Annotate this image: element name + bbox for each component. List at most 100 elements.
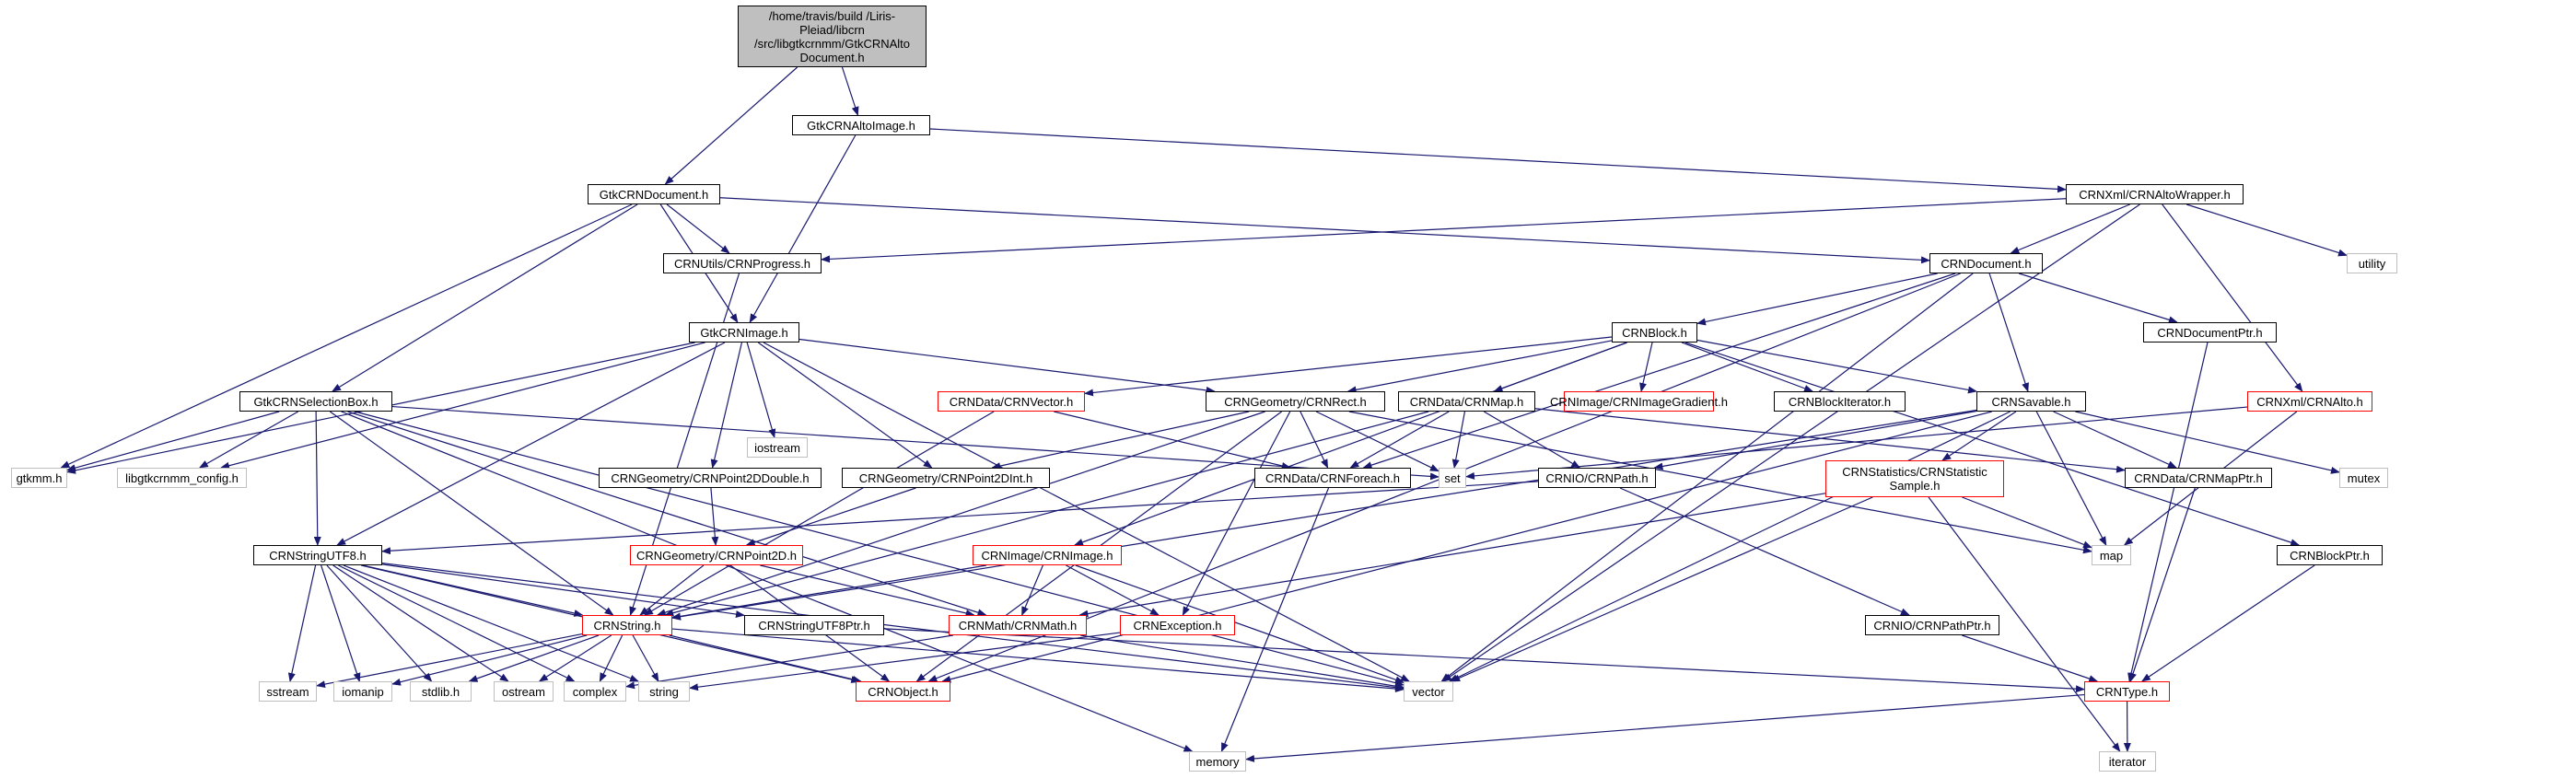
- node-string[interactable]: string: [638, 681, 690, 702]
- node-iomanip[interactable]: iomanip: [333, 681, 392, 702]
- node-crngeometry-crnpoint2d-h[interactable]: CRNGeometry/CRNPoint2D.h: [630, 545, 803, 565]
- edge-block-to-blockiterator: [1681, 342, 1813, 392]
- node-crnio-crnpath-h[interactable]: CRNIO/CRNPath.h: [1538, 468, 1656, 488]
- node-crndata-crnvector-h[interactable]: CRNData/CRNVector.h: [938, 391, 1085, 412]
- node-complex[interactable]: complex: [564, 681, 626, 702]
- edge-string_h-to-vector: [671, 628, 1405, 693]
- edge-point2d-to-string_h: [639, 564, 705, 616]
- edge-utf8ptr-to-type: [883, 628, 2085, 693]
- node-gtkcrndocument-h[interactable]: GtkCRNDocument.h: [588, 184, 720, 204]
- node-iostream[interactable]: iostream: [747, 437, 808, 458]
- node-utility[interactable]: utility: [2347, 253, 2397, 273]
- edge-alto_wrapper-to-utility: [2186, 203, 2348, 257]
- node-crnblockptr-h[interactable]: CRNBlockPtr.h: [2277, 545, 2383, 565]
- node-crndocumentptr-h[interactable]: CRNDocumentPtr.h: [2143, 322, 2277, 343]
- edge-map_h-to-path: [1483, 411, 1581, 469]
- edge-alto_wrapper-to-vector: [1442, 203, 2140, 682]
- edge-gtkdocument-to-gtkmm: [60, 203, 633, 469]
- node-map[interactable]: map: [2092, 545, 2131, 565]
- edge-savable-to-map: [2035, 411, 2107, 546]
- node-vector[interactable]: vector: [1404, 681, 1453, 702]
- node-crnio-crnpathptr-h[interactable]: CRNIO/CRNPathPtr.h: [1865, 615, 1999, 635]
- edge-block-to-blockptr: [1684, 342, 2301, 546]
- node-crnimage-crnimagegradient-h[interactable]: CRNImage/CRNImageGradient.h: [1550, 391, 1728, 412]
- edge-string_h-to-ostream: [538, 634, 612, 682]
- edge-utf8-to-sstream: [287, 564, 317, 682]
- edge-savable-to-mapptr: [2053, 411, 2177, 469]
- node-crngeometry-crnrect-h[interactable]: CRNGeometry/CRNRect.h: [1206, 391, 1385, 412]
- node-crntype-h[interactable]: CRNType.h: [2084, 681, 2170, 702]
- edge-image-to-vector: [1075, 564, 1405, 684]
- node-gtkmm-h[interactable]: gtkmm.h: [11, 468, 67, 488]
- node-crnimage-crnimage-h[interactable]: CRNImage/CRNImage.h: [973, 545, 1122, 565]
- edge-alto_wrapper-to-progress: [821, 198, 2067, 263]
- edge-blockptr-to-type: [2141, 564, 2315, 682]
- node-gtkcrnselectionbox-h[interactable]: GtkCRNSelectionBox.h: [239, 391, 392, 412]
- edge-selectionbox-to-utf8: [313, 411, 321, 546]
- node-crnblock-h[interactable]: CRNBlock.h: [1612, 322, 1697, 343]
- edge-savable-to-statistic: [1941, 411, 2017, 461]
- node-crndata-crnmapptr-h[interactable]: CRNData/CRNMapPtr.h: [2125, 468, 2272, 488]
- edge-string_h-to-object: [669, 634, 862, 683]
- node-crnstring-h[interactable]: CRNString.h: [582, 615, 672, 635]
- edge-documentptr-to-type: [2127, 342, 2209, 682]
- edge-gtkdocument-to-selectionbox: [332, 203, 638, 392]
- node-libgtkcrnmm-config-h[interactable]: libgtkcrnmm_config.h: [117, 468, 247, 488]
- edge-block-to-savable: [1696, 339, 1977, 394]
- node-memory[interactable]: memory: [1189, 751, 1246, 772]
- node-stdlib-h[interactable]: stdlib.h: [410, 681, 472, 702]
- edge-utf8-to-utf8ptr: [381, 563, 745, 618]
- edge-document-to-vector: [1440, 273, 1974, 682]
- edge-string_h-to-stdlib: [468, 634, 600, 682]
- node-gtkcrnimage-h[interactable]: GtkCRNImage.h: [689, 322, 799, 343]
- edge-gtkimage-to-point2ddouble: [710, 342, 743, 469]
- node-crndocument-h[interactable]: CRNDocument.h: [1929, 253, 2043, 273]
- edge-block-to-vector_h: [1084, 336, 1613, 397]
- node-crngeometry-crnpoint2dint-h[interactable]: CRNGeometry/CRNPoint2DInt.h: [842, 468, 1050, 488]
- node-crngeometry-crnpoint2ddouble-h[interactable]: CRNGeometry/CRNPoint2DDouble.h: [599, 468, 822, 488]
- node-crnblockiterator-h[interactable]: CRNBlockIterator.h: [1774, 391, 1906, 412]
- edge-mapptr-to-type: [2129, 487, 2196, 682]
- node-ostream[interactable]: ostream: [494, 681, 554, 702]
- node-crndata-crnmap-h[interactable]: CRNData/CRNMap.h: [1398, 391, 1535, 412]
- edge-string_h-to-complex: [599, 634, 624, 682]
- node-crnstringutf8-h[interactable]: CRNStringUTF8.h: [253, 545, 382, 565]
- node-crnxml-crnaltowrapper-h[interactable]: CRNXml/CRNAltoWrapper.h: [2066, 184, 2244, 204]
- edge-image-to-exception: [1066, 564, 1160, 616]
- edge-savable-to-path: [1653, 410, 1977, 470]
- edge-selectionbox-to-set: [391, 405, 1440, 481]
- node-crnmath-crnmath-h[interactable]: CRNMath/CRNMath.h: [949, 615, 1087, 635]
- edge-map_h-to-set: [1451, 411, 1466, 469]
- node-set[interactable]: set: [1439, 468, 1466, 488]
- edge-exception-to-string: [689, 632, 1121, 691]
- edge-gtkalto_image-to-gtkimage: [749, 134, 857, 323]
- node-sstream[interactable]: sstream: [259, 681, 317, 702]
- edge-document-to-block: [1696, 273, 1938, 326]
- node-crnxml-crnalto-h[interactable]: CRNXml/CRNAlto.h: [2247, 391, 2372, 412]
- node-crnstringutf8ptr-h[interactable]: CRNStringUTF8Ptr.h: [744, 615, 884, 635]
- edge-selectionbox-to-vector: [355, 411, 1405, 687]
- node-gtkcrnaltodocument-h[interactable]: /home/travis/build /Liris-Pleiad/libcrn …: [738, 6, 927, 67]
- node-crndata-crnforeach-h[interactable]: CRNData/CRNForeach.h: [1254, 468, 1411, 488]
- edge-savable-to-vector: [1448, 411, 2011, 682]
- node-mutex[interactable]: mutex: [2339, 468, 2388, 488]
- edge-utf8-to-ostream: [332, 564, 509, 682]
- node-crnutils-crnprogress-h[interactable]: CRNUtils/CRNProgress.h: [663, 253, 822, 273]
- node-gtkcrnaltoimage-h[interactable]: GtkCRNAltoImage.h: [792, 115, 930, 135]
- edge-block-to-image: [1074, 342, 1627, 546]
- edge-alto_wrapper-to-document: [2010, 203, 2130, 254]
- edge-gtkimage-to-iostream: [746, 342, 776, 438]
- node-crnobject-h[interactable]: CRNObject.h: [856, 681, 950, 702]
- edge-utf8-to-stdlib: [326, 564, 433, 682]
- edge-rect-to-point2dint: [991, 411, 1250, 470]
- edge-root-to-gtkdocument: [664, 66, 798, 185]
- node-crnstatistics-crnstatisticsample-h[interactable]: CRNStatistics/CRNStatistic Sample.h: [1825, 460, 2004, 497]
- edge-savable-to-mutex: [2075, 411, 2340, 474]
- node-iterator[interactable]: iterator: [2099, 751, 2156, 772]
- edge-document-to-savable: [1988, 273, 2029, 392]
- edge-selectionbox-to-math: [347, 411, 987, 617]
- node-crnexception-h[interactable]: CRNException.h: [1120, 615, 1235, 635]
- node-crnsavable-h[interactable]: CRNSavable.h: [1976, 391, 2086, 412]
- edge-utf8-to-vector: [381, 562, 1405, 691]
- edge-point2d-to-math: [760, 564, 975, 617]
